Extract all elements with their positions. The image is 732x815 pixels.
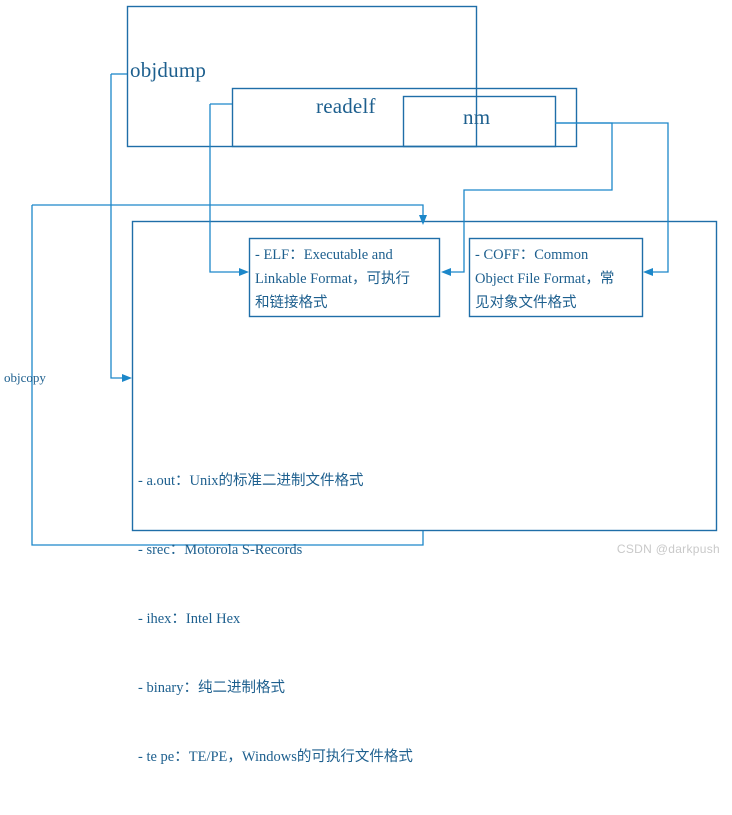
objdump-arrowhead [419, 215, 427, 225]
objdump-to-formats-connector [110, 74, 424, 218]
formats-container-box[interactable] [131, 220, 718, 532]
nm-box[interactable] [402, 95, 557, 148]
nm-elf-arrowhead [441, 268, 451, 276]
coff-line-1: - COFF：Common [475, 247, 589, 263]
list-item: - srec：Motorola S-Records [138, 542, 303, 558]
objcopy-label: objcopy [4, 370, 46, 385]
nm-to-elf-connector [448, 122, 613, 273]
nm-coff-arrowhead [643, 268, 653, 276]
list-item: - ihex：Intel Hex [138, 611, 241, 627]
objdump-label: objdump [130, 58, 207, 82]
coff-line-2: Object File Format，常 [475, 271, 615, 287]
readelf-arrowhead [239, 268, 249, 276]
nm-label: nm [463, 105, 491, 129]
watermark: CSDN @darkpush [616, 542, 720, 556]
elf-line-2: Linkable Format，可执行 [255, 271, 411, 287]
objcopy-bottom-loop-connector [31, 205, 424, 546]
list-item: - te pe：TE/PE，Windows的可执行文件格式 [138, 749, 413, 765]
elf-format-box[interactable] [248, 237, 441, 318]
list-item: - a.out：Unix的标准二进制文件格式 [138, 473, 364, 489]
elf-format-text: - ELF：Executable and Linkable Format，可执行… [255, 243, 437, 315]
readelf-to-elf-connector [209, 104, 242, 273]
coff-format-text: - COFF：Common Object File Format，常 见对象文件… [475, 243, 643, 315]
coff-line-3: 见对象文件格式 [475, 295, 577, 311]
diagram-canvas: objdump readelf nm objcopy - ELF：Executa… [4, 5, 720, 765]
objcopy-arrowhead [122, 374, 132, 382]
elf-line-1: - ELF：Executable and [255, 247, 393, 263]
objcopy-to-formats-connector [110, 205, 125, 379]
list-item: - binary：纯二进制格式 [138, 680, 285, 696]
readelf-label: readelf [316, 94, 376, 118]
diagram-svg [31, 5, 718, 546]
coff-format-box[interactable] [468, 237, 644, 318]
elf-line-3: 和链接格式 [255, 295, 328, 311]
format-list: - a.out：Unix的标准二进制文件格式 - srec：Motorola S… [138, 424, 413, 815]
